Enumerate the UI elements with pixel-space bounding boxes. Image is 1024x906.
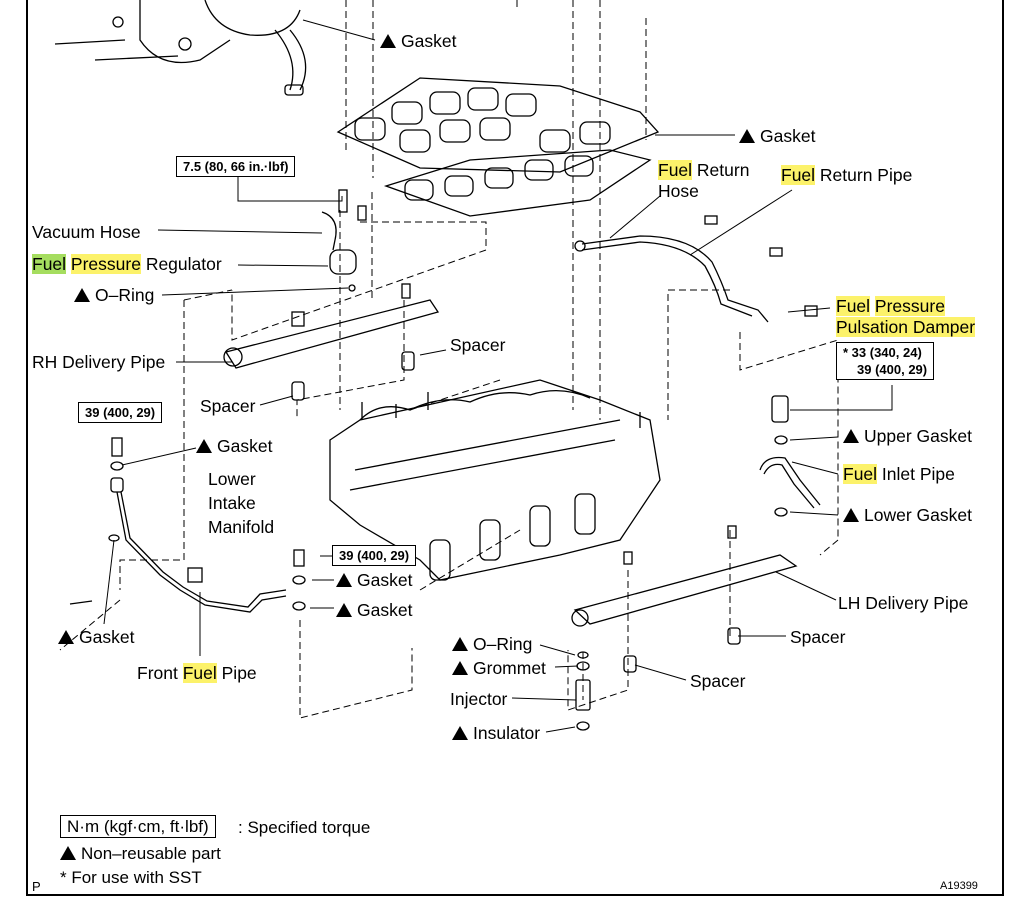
torque-box-damper: * 33 (340, 24) 39 (400, 29) — [836, 342, 935, 380]
lower-manifold-gasket — [383, 149, 652, 217]
lh-delivery-pipe-part — [571, 525, 798, 673]
non-reusable-triangle-icon — [380, 34, 396, 48]
figure-code: A19399 — [940, 880, 978, 892]
non-reusable-triangle-icon — [739, 129, 755, 143]
label-fuel-inlet-pipe: Fuel Inlet Pipe — [843, 464, 955, 484]
label-gasket-center-1: Gasket — [336, 570, 412, 591]
label-grommet: Grommet — [452, 658, 546, 679]
non-reusable-triangle-icon — [58, 630, 74, 644]
assembly-guides — [59, 0, 839, 719]
non-reusable-triangle-icon — [196, 439, 212, 453]
label-gasket-upper-right: Gasket — [739, 126, 815, 147]
upper-intake-parts — [54, 0, 307, 96]
label-rh-delivery-pipe: RH Delivery Pipe — [32, 352, 166, 372]
non-reusable-triangle-icon — [336, 603, 352, 617]
label-spacer-bottom: Spacer — [690, 671, 746, 691]
label-gasket-center-2: Gasket — [336, 600, 412, 621]
legend-unit-text: : Specified torque — [238, 818, 371, 837]
leader-lines — [103, 19, 893, 733]
label-lh-delivery-pipe: LH Delivery Pipe — [838, 593, 969, 613]
corner-letter: P — [32, 879, 41, 894]
legend-unit-box: N·m (kgf·cm, ft·lbf) — [60, 815, 216, 838]
injector-stack-part — [575, 651, 591, 731]
torque-box-regulator: 7.5 (80, 66 in.·lbf) — [176, 156, 296, 177]
label-front-fuel-pipe: Front Fuel Pipe — [137, 663, 257, 683]
non-reusable-triangle-icon — [452, 637, 468, 651]
label-fuel-return-pipe: Fuel Return Pipe — [781, 165, 913, 185]
non-reusable-triangle-icon — [74, 288, 90, 302]
fuel-return-pipe-part — [574, 215, 818, 323]
label-spacer-mid: Spacer — [450, 335, 506, 355]
label-upper-gasket: Upper Gasket — [843, 426, 972, 447]
torque-box-center-bolt: 39 (400, 29) — [332, 545, 417, 566]
non-reusable-triangle-icon — [843, 508, 859, 522]
label-insulator: Insulator — [452, 723, 540, 744]
label-injector: Injector — [450, 689, 508, 709]
damper-inlet-parts — [759, 395, 821, 517]
rh-delivery-pipe-part — [223, 283, 440, 401]
label-gasket-bottom-left: Gasket — [58, 627, 134, 648]
label-spacer-right: Spacer — [790, 627, 846, 647]
non-reusable-triangle-icon — [843, 429, 859, 443]
diagram-frame — [26, 0, 1004, 896]
label-lower-gasket: Lower Gasket — [843, 505, 972, 526]
upper-manifold-gasket — [336, 77, 660, 173]
label-gasket-left-mid: Gasket — [196, 436, 272, 457]
front-fuel-pipe-part — [69, 437, 306, 613]
label-fuel-pressure-regulator: Fuel Pressure Regulator — [32, 254, 222, 274]
label-vacuum-hose: Vacuum Hose — [32, 222, 141, 242]
legend-sst: * For use with SST — [60, 868, 202, 887]
label-o-ring-bottom: O–Ring — [452, 634, 532, 655]
non-reusable-triangle-icon — [60, 846, 76, 860]
non-reusable-triangle-icon — [452, 726, 468, 740]
label-gasket-top: Gasket — [380, 31, 456, 52]
torque-box-front-pipe: 39 (400, 29) — [78, 402, 163, 423]
legend-nonreusable: Non–reusable part — [60, 843, 221, 864]
label-spacer-left: Spacer — [200, 396, 256, 416]
fuel-pressure-regulator-part — [321, 189, 367, 292]
non-reusable-triangle-icon — [452, 661, 468, 675]
lower-intake-manifold-part — [329, 379, 661, 581]
non-reusable-triangle-icon — [336, 573, 352, 587]
label-o-ring-left: O–Ring — [74, 285, 154, 306]
